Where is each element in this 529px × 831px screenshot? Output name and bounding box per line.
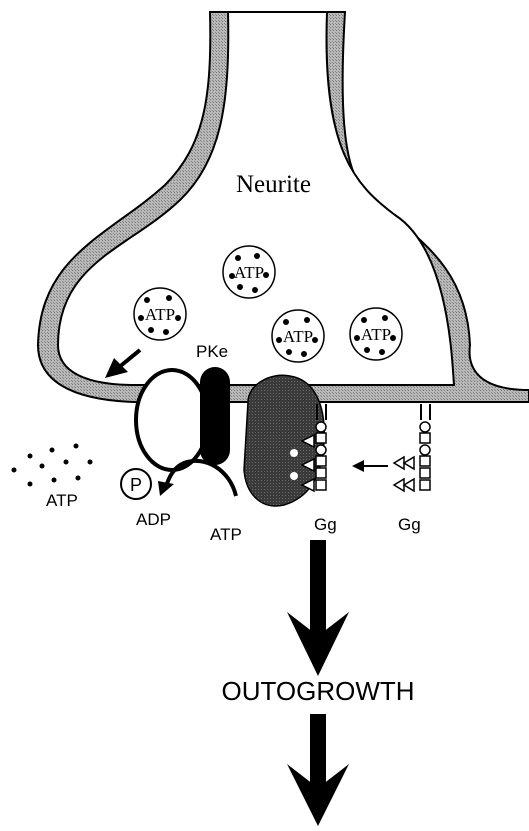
neurite-label: Neurite (236, 171, 311, 198)
down-arrow-icon (287, 540, 349, 676)
phosphate-label: P (130, 475, 142, 495)
pke-label: PKe (196, 342, 228, 361)
vesicle: ATP (134, 288, 186, 340)
ganglioside-receptor (394, 404, 430, 491)
adp-label: ADP (136, 510, 171, 529)
vesicle-atp-label: ATP (283, 327, 313, 346)
vesicle: ATP (350, 308, 402, 360)
gg-left-label: Gg (314, 515, 337, 534)
vesicle-atp-label: ATP (145, 305, 175, 324)
released-atp-dots (12, 444, 93, 487)
gg-right-label: Gg (398, 515, 421, 534)
vesicle: ATP (223, 246, 275, 298)
atp-channel (136, 370, 208, 470)
vesicle: ATP (272, 310, 324, 362)
down-arrow-icon (287, 714, 349, 826)
binding-arrow-icon (352, 460, 388, 472)
outgrowth-label: OUTOGROWTH (221, 676, 414, 706)
vesicle-atp-label: ATP (361, 325, 391, 344)
vesicle-atp-label: ATP (234, 263, 264, 282)
atp-enzyme-label: ATP (210, 525, 242, 544)
pke-protein (200, 367, 230, 465)
atp-outside-label: ATP (46, 491, 78, 510)
